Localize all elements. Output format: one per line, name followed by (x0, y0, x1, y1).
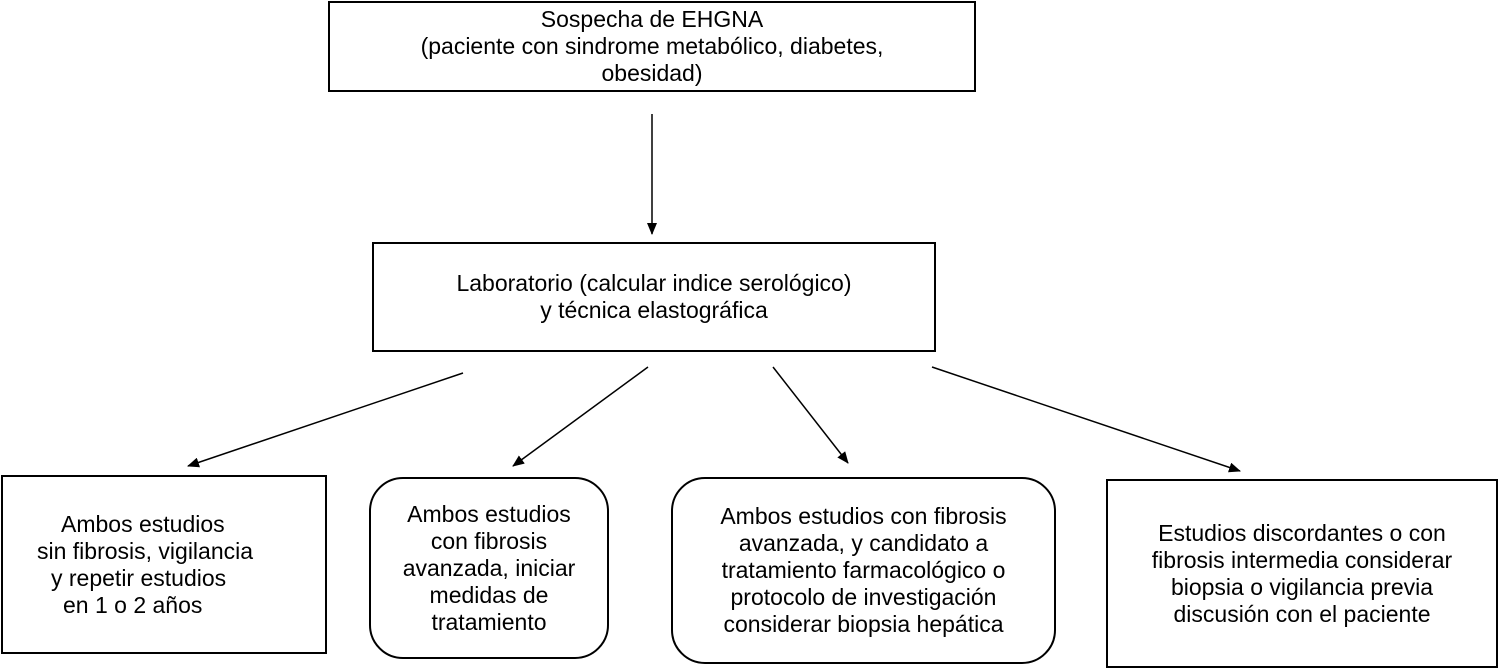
outcome-discordant-box: Estudios discordantes o con fibrosis int… (1106, 479, 1498, 668)
outcome-3-line-4: protocolo de investigación (730, 584, 997, 610)
arrow-lab-to-outcome-3 (772, 366, 849, 464)
outcome-3-line-2: avanzada, y candidato a (738, 530, 989, 556)
outcome-3-line-1: Ambos estudios con fibrosis (720, 503, 1007, 529)
arrow-lab-to-outcome-2 (512, 366, 649, 467)
outcome-2-line-3: avanzada, iniciar (402, 554, 576, 581)
outcome-2-line-4: medidas de (429, 581, 549, 608)
outcome-1-line-1: Ambos estudios (61, 510, 225, 537)
outcome-4-line-2: fibrosis intermedia considerar (1151, 546, 1453, 573)
outcome-no-fibrosis-box: Ambos estudios sin fibrosis, vigilancia … (1, 475, 327, 654)
laboratory-box: Laboratorio (calcular indice serológico)… (372, 242, 936, 352)
outcome-advanced-fibrosis-treatment-box: Ambos estudios con fibrosis avanzada, in… (369, 477, 609, 659)
laboratory-line-1: Laboratorio (calcular indice serológico) (456, 270, 852, 296)
outcome-advanced-fibrosis-biopsy-box: Ambos estudios con fibrosis avanzada, y … (671, 477, 1056, 664)
laboratory-line-2: y técnica elastográfica (540, 297, 768, 323)
suspicion-line-3: obesidad) (601, 60, 703, 86)
suspicion-box: Sospecha de EHGNA (paciente con sindrome… (328, 1, 976, 92)
outcome-2-line-1: Ambos estudios (407, 500, 571, 527)
outcome-1-line-2: sin fibrosis, vigilancia (37, 537, 254, 564)
arrow-lab-to-outcome-4 (931, 366, 1241, 473)
outcome-4-line-3: biopsia o vigilancia previa (1170, 573, 1434, 600)
suspicion-line-2: (paciente con sindrome metabólico, diabe… (420, 33, 884, 59)
arrow-lab-to-outcome-1 (187, 372, 464, 468)
outcome-1-line-4: en 1 o 2 años (63, 591, 203, 618)
outcome-3-line-5: considerar biopsia hepática (723, 611, 1004, 637)
outcome-3-line-3: tratamiento farmacológico o (721, 557, 1006, 583)
outcome-4-line-1: Estudios discordantes o con (1158, 519, 1446, 546)
outcome-2-line-2: con fibrosis (430, 527, 548, 554)
outcome-4-line-4: discusión con el paciente (1173, 600, 1431, 627)
suspicion-line-1: Sospecha de EHGNA (540, 6, 764, 32)
outcome-2-line-5: tratamiento (431, 608, 547, 635)
outcome-1-line-3: y repetir estudios (51, 564, 227, 591)
